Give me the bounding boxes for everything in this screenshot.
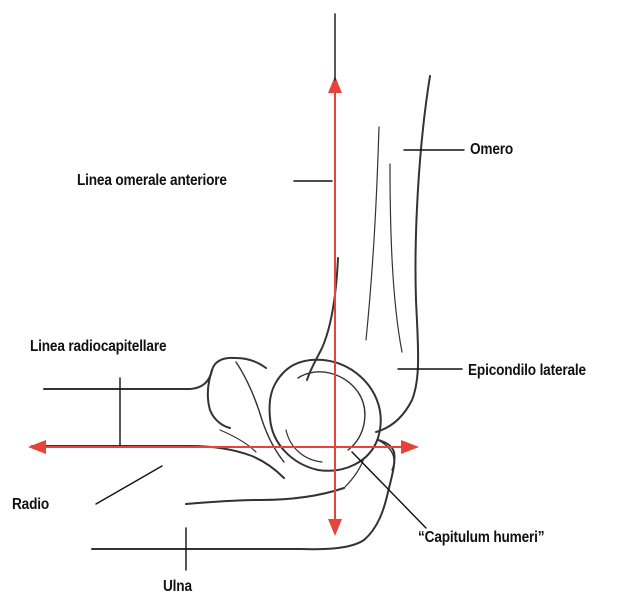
capitulum-inner-arc bbox=[298, 372, 365, 450]
ulna-olecranon-detail bbox=[378, 440, 394, 470]
leader-radio bbox=[96, 466, 162, 504]
ulna-lower-outline bbox=[92, 440, 395, 549]
radiocapitellar-line-arrow-right bbox=[401, 440, 419, 454]
leader-capitulum bbox=[352, 452, 426, 528]
radiocapitellar-line-arrow-left bbox=[28, 440, 46, 454]
label-radio: Radio bbox=[12, 497, 49, 513]
label-capitulum-humeri: “Capitulum humeri” bbox=[418, 530, 544, 546]
label-linea-radiocapitellare: Linea radiocapitellare bbox=[30, 339, 166, 355]
humerus-inner-line-2 bbox=[390, 164, 402, 352]
radius-upper-outline bbox=[44, 358, 266, 389]
capitulum-outer bbox=[270, 360, 381, 471]
label-epicondilo-laterale: Epicondilo laterale bbox=[468, 363, 586, 379]
ulna-coronoid-detail bbox=[344, 458, 364, 488]
humerus-inner-line-1 bbox=[366, 127, 379, 340]
radius-lower-outline bbox=[32, 446, 284, 478]
anterior-humeral-line-arrow-bottom bbox=[328, 519, 342, 536]
label-linea-omerale-anteriore: Linea omerale anteriore bbox=[77, 173, 227, 189]
ulna-upper-outline bbox=[186, 488, 344, 504]
label-ulna: Ulna bbox=[163, 579, 192, 595]
radius-head-outline bbox=[208, 370, 230, 428]
humerus-posterior-outline bbox=[376, 76, 430, 432]
label-omero: Omero bbox=[470, 142, 513, 158]
